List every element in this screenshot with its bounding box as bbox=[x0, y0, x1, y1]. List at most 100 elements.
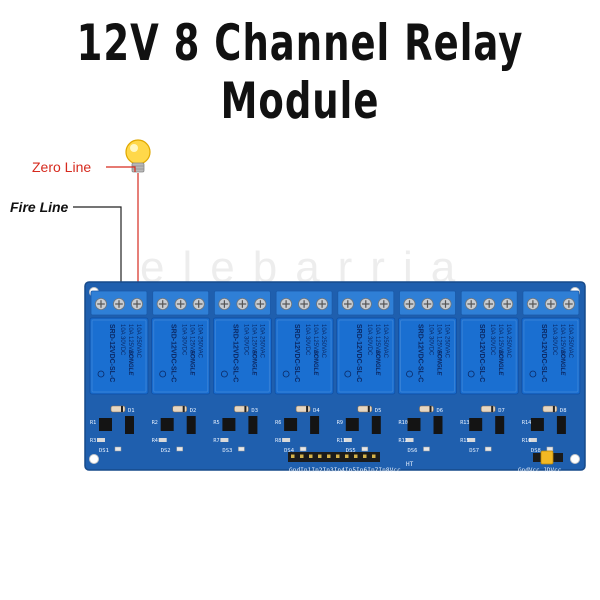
resistor bbox=[467, 438, 476, 442]
mounting-hole-bottom-right bbox=[570, 454, 580, 464]
diode-label: D4 bbox=[313, 408, 320, 414]
optocoupler bbox=[345, 418, 359, 431]
resistor-label: R6 bbox=[275, 420, 281, 426]
optocoupler bbox=[99, 418, 112, 431]
header-pin bbox=[345, 454, 349, 458]
transistor bbox=[371, 416, 381, 434]
screw-terminal-block bbox=[337, 290, 395, 316]
diode-label: D6 bbox=[437, 408, 444, 414]
resistor-label: R12 bbox=[399, 438, 408, 444]
status-led bbox=[299, 446, 307, 452]
relay-rating-text: 10A 125VAC bbox=[374, 324, 380, 359]
screw-terminal-block bbox=[213, 290, 271, 316]
header-pin bbox=[318, 454, 322, 458]
status-led bbox=[423, 446, 430, 452]
led-label: DS4 bbox=[284, 448, 295, 454]
resistor-label: R10 bbox=[399, 420, 408, 426]
transistor bbox=[186, 416, 196, 434]
relay-model-text: SRD-12VDC-SL-C bbox=[478, 324, 485, 382]
relay-rating-text: 10A 250VAC bbox=[320, 324, 326, 359]
resistor-label: R5 bbox=[213, 420, 219, 426]
page-title: 12V 8 Channel Relay Module bbox=[76, 14, 524, 131]
relay-rating-text: 10A 30VDC bbox=[489, 324, 495, 356]
ul-mark-icon bbox=[344, 370, 352, 378]
led-label: DS6 bbox=[408, 448, 418, 454]
transistor bbox=[248, 416, 258, 434]
relay-model-text: SRD-12VDC-SL-C bbox=[417, 324, 424, 382]
ul-mark-icon bbox=[467, 370, 475, 378]
relay-rating-text: 10A 30VDC bbox=[366, 324, 372, 356]
header-pin-labels: GndIn1In2In3In4In5In6In7In8Vcc bbox=[289, 467, 401, 474]
optocoupler bbox=[222, 418, 236, 431]
relay-rating-text: 10A 250VAC bbox=[135, 324, 141, 359]
screw-terminal-block bbox=[152, 290, 210, 316]
fire-line-wire bbox=[73, 206, 122, 300]
optocoupler bbox=[530, 418, 544, 431]
header-pin bbox=[327, 454, 331, 458]
ul-mark-icon bbox=[97, 370, 105, 378]
relay-rating-text: 10A 125VAC bbox=[436, 324, 442, 359]
relay-model-text: SRD-12VDC-SL-C bbox=[293, 324, 300, 382]
relay-rating-text: 10A 250VAC bbox=[444, 324, 450, 359]
relay-rating-text: 10A 250VAC bbox=[567, 324, 573, 359]
optocoupler bbox=[469, 418, 483, 431]
relay-model-text: SRD-12VDC-SL-C bbox=[108, 324, 115, 382]
optocoupler bbox=[407, 418, 421, 431]
relay-brand-text: SONGLE bbox=[436, 350, 442, 376]
relay-rating-text: 10A 250VAC bbox=[382, 324, 388, 359]
resistor-label: R15 bbox=[460, 438, 469, 444]
screw-terminal-block bbox=[399, 290, 456, 316]
relay-rating-text: 10A 125VAC bbox=[497, 324, 503, 359]
resistor-label: R2 bbox=[152, 420, 158, 426]
relay-rating-text: 10A 125VAC bbox=[250, 324, 256, 359]
optocoupler bbox=[160, 418, 174, 431]
screw-terminal-block bbox=[275, 290, 333, 316]
relay-rating-text: 10A 250VAC bbox=[197, 324, 203, 359]
zero-line-wire bbox=[106, 166, 139, 300]
resistor-label: R13 bbox=[460, 420, 469, 426]
relay-model-text: SRD-12VDC-SL-C bbox=[540, 324, 547, 382]
resistor bbox=[528, 438, 537, 442]
resistor-label: R4 bbox=[152, 438, 158, 444]
ul-mark-icon bbox=[159, 370, 167, 378]
led-label: DS3 bbox=[222, 448, 232, 454]
ul-mark-icon bbox=[406, 370, 413, 378]
resistor bbox=[97, 438, 105, 442]
resistor-label: R14 bbox=[522, 420, 531, 426]
resistor bbox=[158, 438, 167, 442]
resistor-label: R7 bbox=[213, 438, 219, 444]
resistor-label: R3 bbox=[90, 438, 96, 444]
resistor-label: R8 bbox=[275, 438, 281, 444]
led-label: DS1 bbox=[99, 448, 109, 454]
relay-brand-text: SONGLE bbox=[127, 350, 133, 376]
header-pin bbox=[300, 454, 304, 458]
relay-model-text: SRD-12VDC-SL-C bbox=[231, 324, 238, 382]
relay-brand-text: SONGLE bbox=[559, 350, 565, 376]
resistor-label: R9 bbox=[337, 420, 343, 426]
ul-mark-icon bbox=[529, 370, 537, 378]
diode-label: D3 bbox=[251, 408, 258, 414]
led-label: DS5 bbox=[346, 448, 356, 454]
jdvcc-jumper bbox=[533, 450, 563, 465]
resistor-label: R1 bbox=[90, 420, 96, 426]
header-pin bbox=[372, 454, 376, 458]
transistor bbox=[556, 416, 566, 434]
relay-rating-text: 10A 30VDC bbox=[242, 324, 248, 356]
diode-label: D2 bbox=[190, 408, 197, 414]
relay-model-text: SRD-12VDC-SL-C bbox=[355, 324, 362, 382]
relay-brand-text: SONGLE bbox=[189, 350, 195, 376]
diode-label: D8 bbox=[560, 408, 567, 414]
